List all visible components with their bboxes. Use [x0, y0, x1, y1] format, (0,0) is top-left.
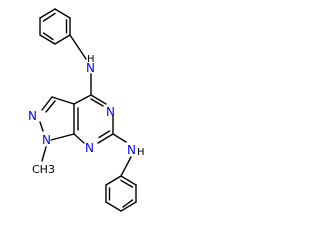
pyrimidine-ring	[73, 94, 114, 144]
bond-n-methyl	[41, 146, 47, 162]
molecule-diagram: N H N N	[0, 0, 170, 224]
bottom-phenyl-ring	[105, 175, 137, 212]
pyrazole-n2: N	[28, 109, 37, 123]
bond-amine-phenyl-bottom	[120, 156, 132, 177]
pyrazole-n1: N	[42, 133, 51, 147]
ring-n3: N	[106, 105, 115, 119]
amine-top-n: N	[86, 61, 95, 75]
pyrazole-ring	[39, 96, 75, 141]
structure-canvas: N H N N	[28, 8, 145, 212]
amine-bottom-n: N	[127, 143, 136, 157]
amine-top-h: H	[87, 54, 95, 65]
methyl-label: CH3	[32, 163, 55, 176]
bond-ring-amine-bottom	[112, 133, 127, 143]
ring-n1: N	[85, 141, 94, 155]
bond-phenyl-amine-top	[69, 34, 87, 60]
amine-bottom-h: H	[137, 147, 145, 158]
top-phenyl-ring	[39, 8, 71, 45]
